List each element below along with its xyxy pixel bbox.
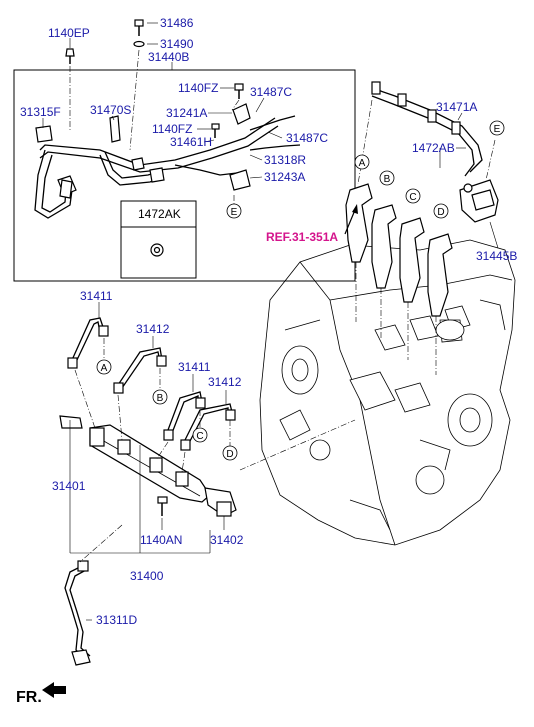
callout-a-pipe: A <box>96 359 112 375</box>
bolt-1140ep <box>65 48 75 64</box>
injector-b <box>371 204 397 340</box>
hp-pipe-31412-b <box>180 403 236 451</box>
label-31402: 31402 <box>210 533 244 547</box>
label-31411-b: 31411 <box>178 360 211 374</box>
svg-text:A: A <box>101 363 108 374</box>
label-31318r: 31318R <box>264 153 306 167</box>
hp-pipe-31412-a <box>113 347 167 394</box>
label-31487c-a: 31487C <box>250 85 292 99</box>
label-31445b: 31445B <box>476 249 517 263</box>
label-31411-a: 31411 <box>80 289 113 303</box>
bolt-1140fz-b <box>211 123 220 138</box>
label-31440b: 31440B <box>148 50 189 64</box>
svg-text:E: E <box>494 124 501 135</box>
label-31241a: 31241A <box>166 106 207 120</box>
grommet-1472ak <box>150 243 164 257</box>
label-31471a: 31471A <box>436 100 477 114</box>
leak-off-pipe-assembly <box>34 103 301 219</box>
label-31470s: 31470S <box>90 103 131 117</box>
svg-text:E: E <box>231 207 238 218</box>
label-31487c-b: 31487C <box>286 131 328 145</box>
washer-31490 <box>133 40 145 48</box>
callout-d-pipe: D <box>222 445 238 461</box>
front-marker: FR. <box>16 682 66 706</box>
label-31315f: 31315F <box>20 105 61 119</box>
svg-text:B: B <box>157 393 164 404</box>
label-1472ab: 1472AB <box>412 141 455 155</box>
label-reference: REF.31-351A <box>266 230 338 244</box>
front-arrow-icon <box>42 682 66 698</box>
svg-text:B: B <box>384 174 391 185</box>
feed-pipe-31311d <box>64 560 91 666</box>
hp-pipe-31411-a <box>67 317 109 369</box>
label-31486: 31486 <box>160 16 194 30</box>
common-rail-31400 <box>59 415 237 517</box>
label-1140fz-a: 1140FZ <box>178 81 218 95</box>
injector-d <box>427 233 453 375</box>
callout-c-pipe: C <box>192 427 208 443</box>
injector-a <box>345 183 373 322</box>
label-1140fz-b: 1140FZ <box>152 122 192 136</box>
label-1140an: 1140AN <box>140 533 182 547</box>
svg-text:A: A <box>359 158 366 169</box>
fuel-filter-bracket-31445b <box>459 179 499 223</box>
callout-e-inset: E <box>226 203 242 219</box>
svg-text:C: C <box>409 192 416 203</box>
injector-c <box>399 217 425 360</box>
dash-lines <box>69 49 496 563</box>
label-31243a: 31243A <box>264 170 305 184</box>
label-31401: 31401 <box>52 479 86 493</box>
front-label: FR. <box>16 689 42 706</box>
label-31400: 31400 <box>130 569 164 583</box>
label-31311d: 31311D <box>96 613 137 627</box>
inset-box <box>13 69 356 282</box>
return-line-31471a <box>371 81 483 177</box>
svg-text:D: D <box>226 449 233 460</box>
bolt-1140an <box>157 496 168 516</box>
label-31412-b: 31412 <box>208 375 242 389</box>
callout-c-top: C <box>405 188 421 204</box>
hp-pipe-31411-b <box>163 391 206 441</box>
callout-a-top: A <box>354 154 370 170</box>
callout-e-top: E <box>489 120 505 136</box>
leader-lines <box>42 22 499 621</box>
bolt-31486 <box>134 19 144 36</box>
svg-text:C: C <box>196 431 203 442</box>
label-31461h: 31461H <box>170 135 212 149</box>
inset-1472ak-box <box>120 200 197 279</box>
callout-b-top: B <box>379 170 395 186</box>
engine-block <box>259 239 516 546</box>
callout-d-top: D <box>433 203 449 219</box>
part-labels: 1140EP 31486 31490 31440B 1140FZ 31487C … <box>20 16 517 627</box>
bolt-1140fz-a <box>234 83 244 99</box>
callout-b-pipe: B <box>152 389 168 405</box>
svg-text:D: D <box>437 207 444 218</box>
label-1472ak: 1472AK <box>138 207 181 221</box>
label-31412-a: 31412 <box>136 322 170 336</box>
label-1140ep: 1140EP <box>48 26 90 40</box>
label-31490: 31490 <box>160 37 194 51</box>
